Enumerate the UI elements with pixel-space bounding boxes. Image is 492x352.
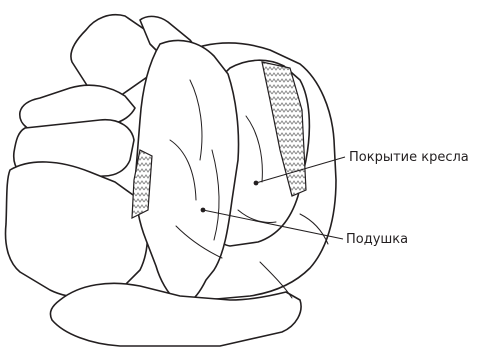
seat-cover-label: Покрытие кресла (349, 151, 469, 164)
cushion-callout-dot (201, 208, 206, 213)
seat-base (6, 162, 148, 298)
cushion-label: Подушка (346, 233, 408, 246)
seat-cover-callout-dot (254, 181, 259, 186)
